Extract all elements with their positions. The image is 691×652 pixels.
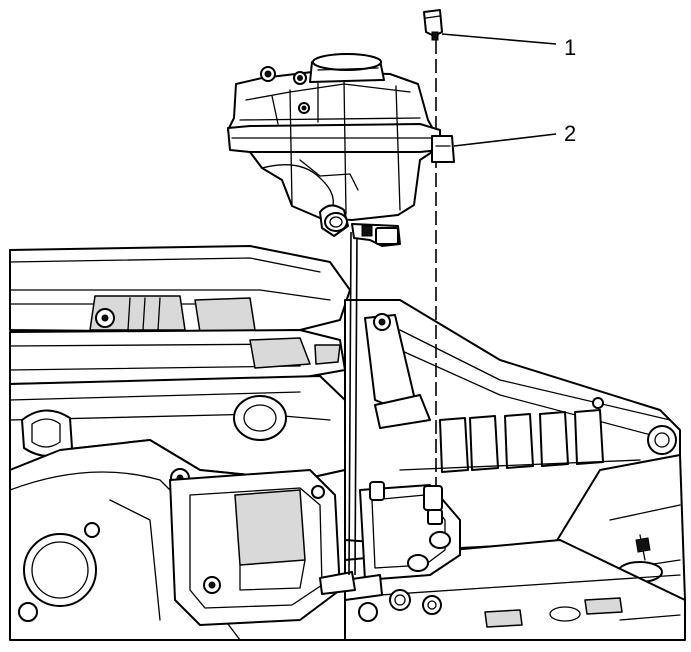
- callout-2: 2: [453, 121, 576, 147]
- retainer-fastener: [423, 9, 443, 41]
- callout-2-leader: [453, 133, 557, 147]
- callout-1: 1: [441, 33, 576, 60]
- vehicle-body-structure: [9, 245, 686, 641]
- callout-2-label: 2: [564, 121, 576, 146]
- callout-1-leader: [441, 33, 557, 45]
- guide-line-left: [348, 231, 352, 576]
- callout-1-label: 1: [564, 35, 576, 60]
- guide-line-right: [354, 231, 358, 576]
- coolant-reservoir: [227, 53, 455, 247]
- ribbed-panel: [439, 409, 604, 473]
- mounting-bracket: [319, 481, 461, 622]
- alignment-lines: [348, 40, 437, 576]
